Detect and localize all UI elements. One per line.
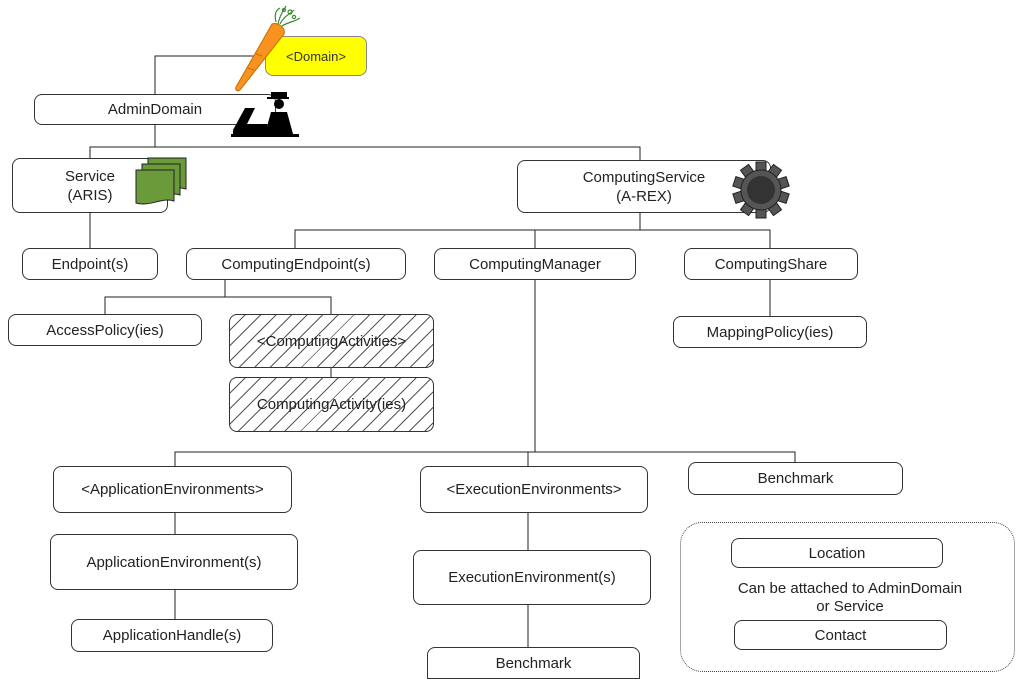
- benchmark-execution-label: Benchmark: [495, 654, 572, 672]
- admin-domain-node: AdminDomain: [34, 94, 276, 125]
- contact-label: Contact: [814, 626, 867, 644]
- execution-environments-group-label: <ExecutionEnvironments>: [446, 481, 622, 498]
- location-label: Location: [808, 544, 866, 562]
- access-policies-label: AccessPolicy(ies): [46, 321, 164, 339]
- computing-manager-label: ComputingManager: [469, 255, 601, 273]
- benchmark-manager-label: Benchmark: [757, 470, 834, 487]
- domain-tag: <Domain>: [265, 36, 367, 76]
- computing-activities-node: ComputingActivity(ies): [229, 377, 434, 432]
- computing-manager-node: ComputingManager: [434, 248, 636, 280]
- benchmark-execution-node: Benchmark: [427, 647, 640, 679]
- endpoints-node: Endpoint(s): [22, 248, 158, 280]
- admin-domain-label: AdminDomain: [107, 101, 203, 118]
- location-node: Location: [731, 538, 943, 568]
- attachable-group: [680, 522, 1015, 672]
- computing-activities-group-label: <ComputingActivities>: [256, 332, 407, 350]
- application-handles-label: ApplicationHandle(s): [102, 627, 242, 644]
- execution-environments-node: ExecutionEnvironment(s): [413, 550, 651, 605]
- documents-icon: [135, 157, 187, 205]
- computing-service-arex-node: ComputingService (A-REX): [517, 160, 771, 213]
- computing-share-node: ComputingShare: [684, 248, 858, 280]
- service-subtitle: (ARIS): [67, 186, 113, 204]
- attachment-note-line1: Can be attached to AdminDomain: [737, 580, 963, 597]
- access-policies-node: AccessPolicy(ies): [8, 314, 202, 346]
- mapping-policies-node: MappingPolicy(ies): [673, 316, 867, 348]
- domain-tag-label: <Domain>: [286, 48, 346, 64]
- endpoints-label: Endpoint(s): [51, 255, 129, 273]
- application-environments-node: ApplicationEnvironment(s): [50, 534, 298, 590]
- computing-share-label: ComputingShare: [714, 255, 828, 273]
- computing-service-label: ComputingService: [582, 168, 706, 186]
- mapping-policies-label: MappingPolicy(ies): [706, 323, 834, 341]
- application-handles-node: ApplicationHandle(s): [71, 619, 273, 652]
- application-environments-label: ApplicationEnvironment(s): [86, 553, 262, 571]
- execution-environments-group-node: <ExecutionEnvironments>: [420, 466, 648, 513]
- service-label: Service: [64, 167, 116, 185]
- application-environments-group-node: <ApplicationEnvironments>: [53, 466, 292, 513]
- execution-environments-label: ExecutionEnvironment(s): [448, 569, 616, 586]
- attachment-note: Can be attached to AdminDomain or Servic…: [700, 580, 1000, 616]
- computing-service-subtitle: (A-REX): [616, 187, 672, 205]
- computing-endpoints-node: ComputingEndpoint(s): [186, 248, 406, 280]
- computing-activities-group-node: <ComputingActivities>: [229, 314, 434, 368]
- administrator-icon: [231, 92, 299, 137]
- application-environments-group-label: <ApplicationEnvironments>: [81, 481, 264, 498]
- carrot-icon: [235, 5, 301, 92]
- contact-node: Contact: [734, 620, 947, 650]
- computing-endpoints-label: ComputingEndpoint(s): [221, 255, 371, 273]
- attachment-note-line2: or Service: [816, 598, 884, 615]
- computing-activities-label: ComputingActivity(ies): [256, 396, 407, 413]
- benchmark-manager-node: Benchmark: [688, 462, 903, 495]
- gear-icon: [732, 161, 790, 219]
